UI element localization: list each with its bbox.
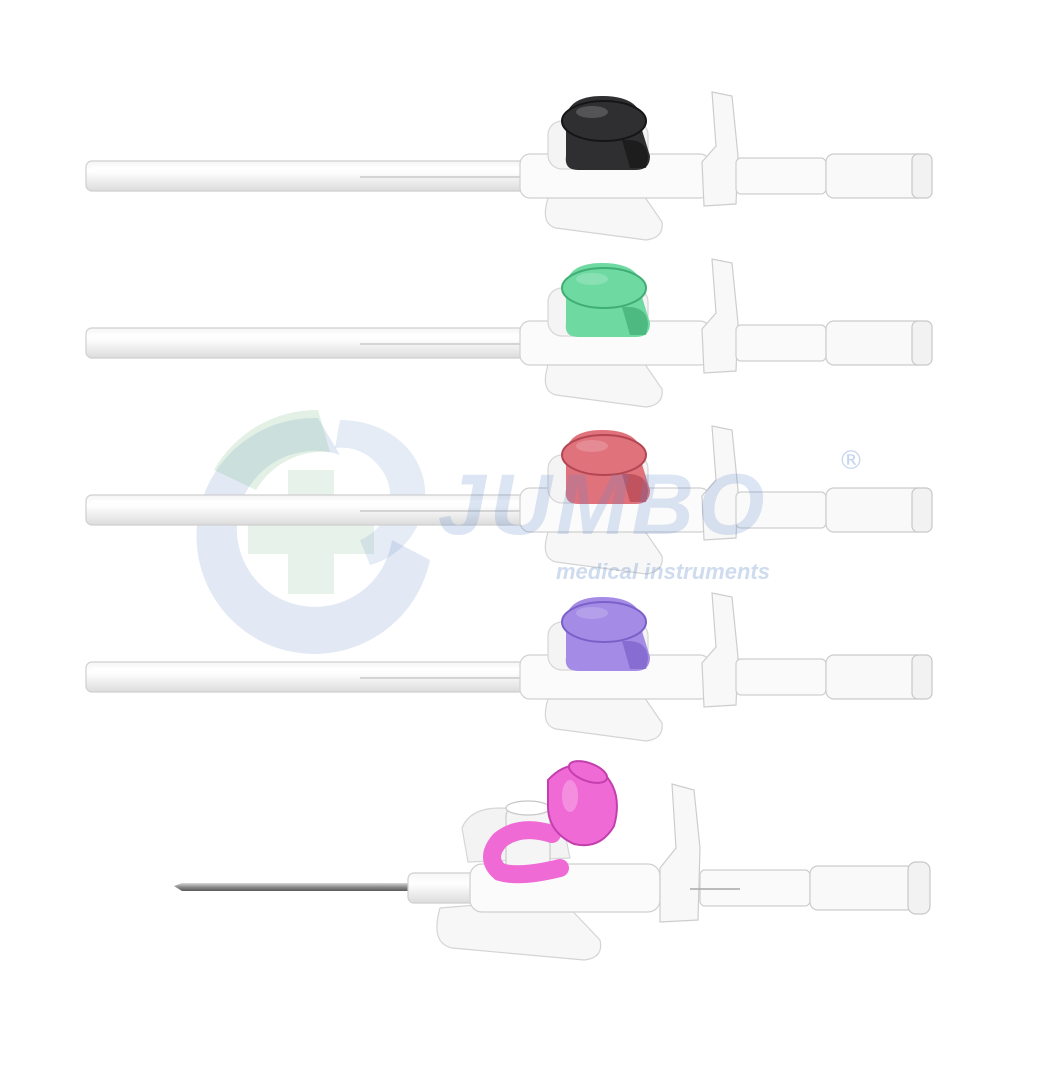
catheter-wing — [544, 523, 663, 575]
cap-highlight — [576, 440, 608, 452]
needle-grip — [825, 153, 927, 199]
injection-port-cap — [561, 430, 650, 504]
watermark-ring-green-icon — [214, 409, 330, 490]
catheter-wing — [544, 356, 663, 408]
catheter-tube — [85, 327, 527, 359]
cap-hinge — [622, 139, 648, 168]
grip-end — [911, 654, 933, 700]
injection-port-cap — [561, 263, 650, 337]
watermark-registered-mark: ® — [838, 446, 864, 476]
cap-top — [561, 601, 647, 643]
watermark-logo-mark — [196, 409, 430, 654]
watermark-ring-icon — [196, 417, 430, 654]
cap-highlight — [576, 106, 608, 118]
catheter-tube — [85, 661, 527, 693]
cap-rim — [567, 760, 609, 784]
catheter-green — [85, 258, 933, 408]
flashback-flange — [701, 91, 739, 207]
catheter-tube — [85, 160, 527, 192]
watermark-cross-icon — [248, 470, 374, 594]
catheter-wing — [544, 690, 663, 742]
watermark-tagline: medical instruments — [556, 559, 770, 584]
watermark-swoosh-icon — [335, 420, 426, 565]
flashback-flange — [701, 592, 739, 708]
cap-highlight — [576, 273, 608, 285]
cap-top — [561, 267, 647, 309]
grip-end — [911, 320, 933, 366]
port-opening — [505, 800, 551, 816]
injection-port-cap — [483, 760, 618, 884]
injection-port-cap — [561, 96, 650, 170]
cap-hinge — [622, 306, 648, 335]
injection-port-cap — [561, 597, 650, 671]
flash-chamber — [735, 157, 827, 195]
cap-hinge — [622, 640, 648, 669]
flashback-flange — [701, 258, 739, 374]
cap-top — [561, 100, 647, 142]
cap-top — [561, 434, 647, 476]
cap-highlight — [576, 607, 608, 619]
catheter-wing — [436, 897, 602, 961]
flash-chamber — [699, 869, 811, 907]
cap-strap — [483, 821, 569, 884]
watermark-brand: JUMBO — [438, 457, 769, 553]
needle-grip — [825, 654, 927, 700]
catheter-pink — [174, 760, 931, 961]
grip-end — [911, 487, 933, 533]
cap-highlight — [562, 780, 578, 812]
exposed-needle — [174, 883, 420, 891]
flashback-flange — [659, 783, 701, 923]
catheter-black — [85, 91, 933, 241]
catheter-red — [85, 425, 933, 575]
needle-grip — [809, 865, 921, 911]
needle-grip — [825, 320, 927, 366]
cap-hinge — [622, 473, 648, 502]
needle-grip — [825, 487, 927, 533]
grip-end — [911, 153, 933, 199]
catheter-wing — [544, 189, 663, 241]
flash-chamber — [735, 658, 827, 696]
flash-chamber — [735, 324, 827, 362]
flashback-flange — [701, 425, 739, 541]
catheter-purple — [85, 592, 933, 742]
grip-end — [907, 861, 931, 915]
